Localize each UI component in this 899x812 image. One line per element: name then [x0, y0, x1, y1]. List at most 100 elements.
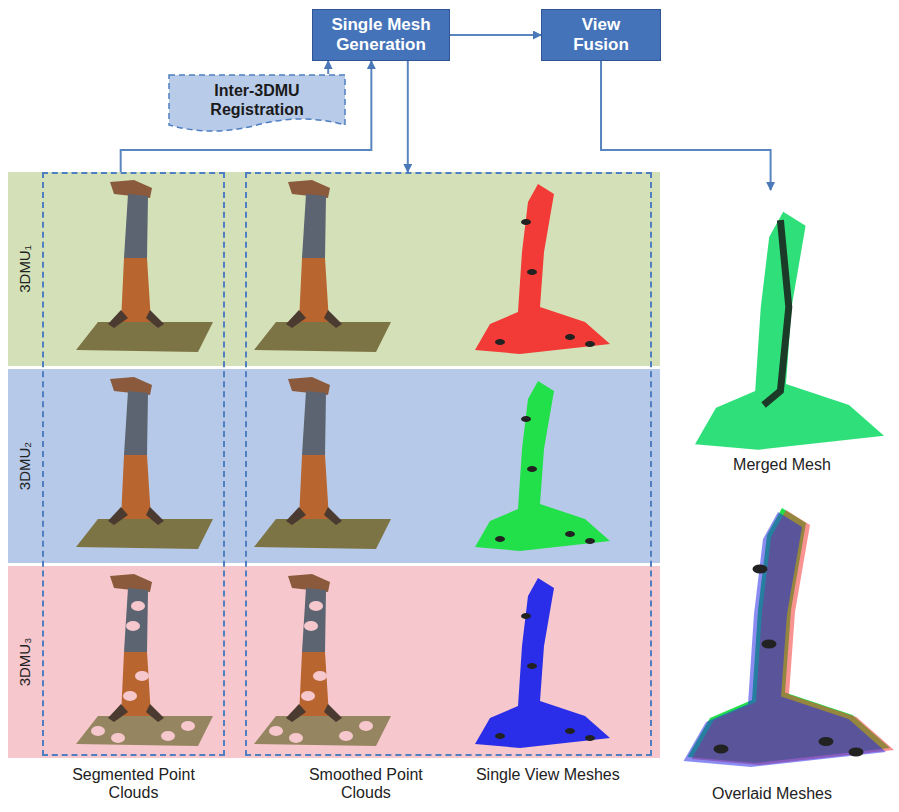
mesh-hole [585, 341, 595, 347]
point-gap [309, 601, 323, 611]
legs [302, 588, 326, 652]
mesh-surface [475, 578, 610, 748]
mesh-hole [527, 663, 537, 669]
figure-caption: Merged Mesh [668, 456, 896, 474]
mesh-hole [521, 219, 531, 225]
row-band [8, 369, 660, 563]
mesh-surface [684, 512, 887, 767]
flow-arrow [450, 34, 541, 36]
figure-panel: Merged Mesh [668, 190, 896, 482]
dashed-group: Segmented Point Clouds [42, 172, 225, 756]
point-gap [131, 601, 145, 611]
column-caption: Single View Meshes [473, 766, 623, 784]
floor-mat [76, 716, 213, 746]
flow-arrow [407, 61, 409, 172]
arm [108, 704, 128, 722]
flow-arrow [121, 61, 372, 172]
floor-mat [254, 716, 391, 746]
row-band [8, 172, 660, 366]
point-gap [269, 726, 283, 736]
legs [302, 194, 326, 258]
mesh-hole [521, 613, 531, 619]
process-box: Single Mesh Generation [312, 9, 450, 61]
point-gap [135, 671, 149, 681]
point-cloud-figure [76, 180, 213, 352]
flow-arrow [601, 61, 771, 190]
torso [299, 258, 329, 322]
mesh-hole [762, 640, 777, 649]
mesh-figure [475, 184, 610, 354]
point-cloud-figure [254, 377, 391, 549]
column-caption: Segmented Point Clouds [59, 766, 209, 802]
point-gap [304, 621, 318, 631]
torso [299, 652, 329, 716]
arm [146, 704, 164, 722]
row-band [8, 566, 660, 758]
legs [302, 391, 326, 455]
document-box: Inter-3DMU Registration [168, 74, 346, 137]
mesh-hole [495, 536, 505, 542]
box-label: View Fusion [555, 15, 647, 54]
mesh-figure [684, 512, 887, 767]
arm [324, 704, 342, 722]
torso [121, 455, 151, 519]
mesh-hole [585, 538, 595, 544]
arm [108, 507, 128, 525]
point-gap [91, 726, 105, 736]
mesh-hole [565, 334, 575, 340]
point-gap [313, 671, 327, 681]
point-gap [123, 691, 137, 701]
torso [121, 258, 151, 322]
flow-arrow [327, 61, 329, 74]
point-gap [111, 733, 125, 743]
point-gap [126, 621, 140, 631]
floor-mat [254, 322, 391, 352]
point-cloud-figure [254, 180, 391, 352]
floor-mat [76, 519, 213, 549]
mesh-hole [849, 748, 864, 757]
mesh-hole [527, 466, 537, 472]
box-label: Single Mesh Generation [320, 15, 442, 54]
mesh-hole [521, 416, 531, 422]
point-gap [359, 721, 373, 731]
point-cloud-figure [76, 377, 213, 549]
mesh-surface [475, 184, 610, 354]
legs [124, 588, 148, 652]
box-label: Inter-3DMU Registration [187, 82, 327, 119]
arm [146, 507, 164, 525]
mesh-figure [695, 212, 884, 450]
mesh-figure [475, 578, 610, 748]
mesh-surface [695, 212, 884, 450]
arm [108, 310, 128, 328]
torso [299, 455, 329, 519]
mesh-shading [764, 220, 789, 405]
mesh-hole [495, 339, 505, 345]
arm [286, 704, 306, 722]
mesh-hole [819, 737, 834, 746]
mesh-hole [714, 745, 729, 754]
document-outline [169, 75, 345, 131]
column-caption: Smoothed Point Clouds [291, 766, 441, 802]
floor-mat [76, 322, 213, 352]
row-label: 3DMU₁ [15, 224, 35, 314]
point-cloud-figure [76, 574, 213, 746]
mesh-hole [565, 728, 575, 734]
row-label: 3DMU₃ [15, 617, 35, 707]
point-gap [289, 733, 303, 743]
arm [324, 310, 342, 328]
mesh-figure [475, 381, 610, 551]
mesh-hole [495, 733, 505, 739]
mesh-hole [585, 735, 595, 741]
arm [286, 310, 306, 328]
point-cloud-figure [254, 574, 391, 746]
point-gap [181, 721, 195, 731]
point-gap [161, 731, 175, 741]
figure-caption: Overlaid Meshes [692, 784, 852, 804]
arm [286, 507, 306, 525]
floor-mat [254, 519, 391, 549]
dashed-group: Smoothed Point CloudsSingle View Meshes [245, 172, 652, 756]
row-label: 3DMU₂ [15, 421, 35, 511]
legs [124, 194, 148, 258]
